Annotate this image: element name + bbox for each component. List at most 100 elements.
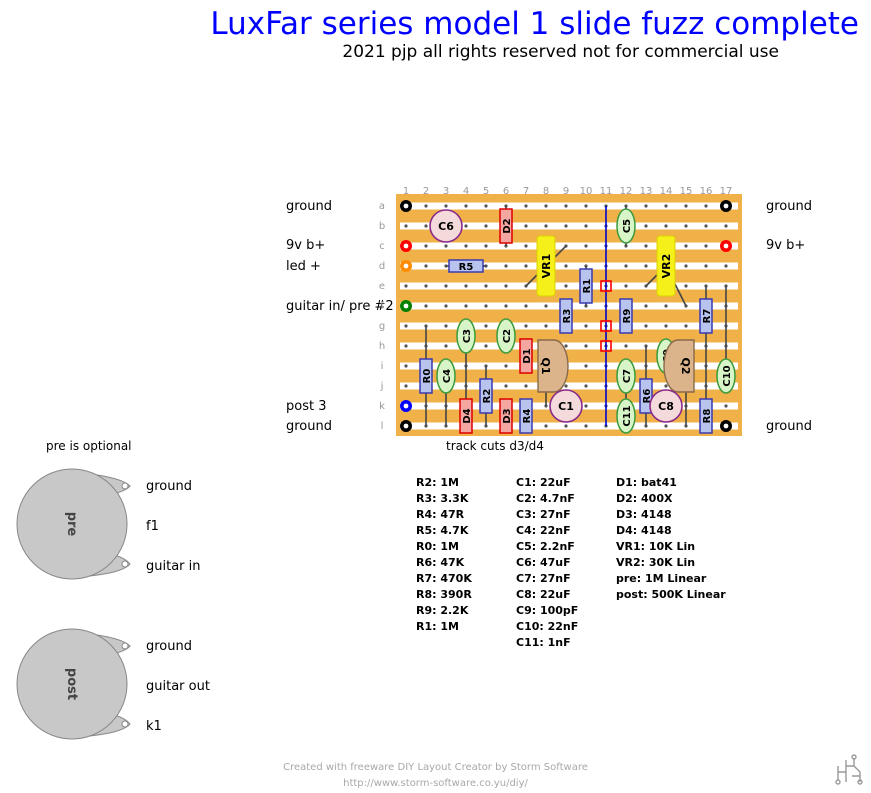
bom-item: R5: 4.7K: [416, 524, 469, 537]
hole: [524, 324, 528, 328]
bom-item: R1: 1M: [416, 620, 459, 633]
hole: [724, 404, 728, 408]
hole: [504, 264, 508, 268]
terminal-hole: [723, 203, 729, 209]
hole: [484, 304, 488, 308]
terminal-hole: [403, 403, 409, 409]
hole: [544, 204, 548, 208]
capacitor-body: [716, 358, 736, 394]
hole: [544, 424, 548, 428]
bom-item: C10: 22nF: [516, 620, 579, 633]
post-pot: post: [16, 628, 131, 740]
terminal-hole: [723, 423, 729, 429]
hole: [544, 324, 548, 328]
capacitor-body: [436, 358, 456, 394]
hole: [664, 324, 668, 328]
hole: [664, 424, 668, 428]
capacitor-body: [496, 318, 516, 354]
row-label: i: [381, 361, 384, 372]
diode-label: D4: [462, 408, 473, 423]
resistor-label: R7: [702, 309, 713, 324]
column-label: 11: [600, 186, 613, 197]
copper-strip: [400, 362, 738, 370]
diy-logo-icon: [835, 754, 863, 785]
hole: [564, 344, 568, 348]
transistor-body: [663, 339, 695, 393]
column-label: 16: [700, 186, 713, 197]
bom-item: C9: 100pF: [516, 604, 579, 617]
bom-resistors: R2: 1M R3: 3.3K R4: 47R R5: 4.7K R0: 1M …: [416, 475, 472, 635]
hole: [624, 344, 628, 348]
bom-item: pre: 1M Linear: [616, 572, 707, 585]
hole: [464, 204, 468, 208]
bom-item: C3: 27nF: [516, 508, 571, 521]
resistor-label: R2: [482, 389, 493, 404]
hole: [404, 224, 408, 228]
row-label: c: [379, 241, 385, 252]
diode-body: [519, 338, 533, 374]
hole: [704, 244, 708, 248]
copper-strip: [400, 202, 738, 210]
hole: [704, 204, 708, 208]
trimpot-body: [656, 235, 676, 297]
row-label: b: [379, 221, 385, 232]
capacitor-body: [456, 318, 476, 354]
hole: [484, 324, 488, 328]
post-pot-label: post: [64, 668, 79, 700]
hole: [464, 224, 468, 228]
diode-body: [499, 208, 513, 244]
resistor-label: R0: [422, 369, 433, 384]
bom-item: R3: 3.3K: [416, 492, 469, 505]
hole: [404, 284, 408, 288]
hole: [424, 224, 428, 228]
post-lug-label: ground: [146, 639, 192, 654]
electrolytic-label: C1: [558, 400, 574, 413]
row-label: a: [379, 201, 385, 212]
hole: [564, 264, 568, 268]
hole: [444, 244, 448, 248]
resistor-label: R1: [582, 279, 593, 294]
hole: [644, 304, 648, 308]
hole: [524, 244, 528, 248]
hole: [584, 424, 588, 428]
left-label-post3: post 3: [286, 399, 327, 414]
resistor-body: [519, 398, 533, 434]
hole: [524, 204, 528, 208]
column-label: 14: [660, 186, 673, 197]
terminal-hole: [723, 243, 729, 249]
footer-url: http://www.storm-software.co.yu/diy/: [343, 778, 528, 789]
bom-item: C4: 22nF: [516, 524, 571, 537]
resistor-label: R4: [522, 409, 533, 424]
post-lug-label: guitar out: [146, 679, 210, 694]
electrolytic-body: [549, 389, 583, 423]
copper-strip: [400, 422, 738, 430]
column-label: 5: [483, 186, 489, 197]
hole: [664, 384, 668, 388]
diode-body: [499, 398, 513, 434]
hole: [644, 224, 648, 228]
trimpot-label: VR2: [660, 254, 673, 279]
bom-item: D2: 400X: [616, 492, 673, 505]
pre-pot-body: [16, 468, 128, 580]
capacitor-label: C4: [442, 369, 453, 383]
terminal-hole: [403, 423, 409, 429]
hole: [724, 224, 728, 228]
hole: [564, 384, 568, 388]
column-label: 10: [580, 186, 593, 197]
resistor-body: [479, 378, 493, 414]
hole: [464, 284, 468, 288]
hole: [584, 344, 588, 348]
resistor-body: [619, 298, 633, 334]
electrolytic-label: C6: [438, 220, 454, 233]
bom-item: R8: 390R: [416, 588, 472, 601]
hole: [624, 264, 628, 268]
bom-item: C11: 1nF: [516, 636, 571, 649]
row-label: h: [379, 341, 385, 352]
hole: [684, 224, 688, 228]
column-label: 17: [720, 186, 733, 197]
left-label-power: 9v b+: [286, 238, 326, 253]
bom-capacitors: C1: 22uF C2: 4.7nF C3: 27nF C4: 22nF C5:…: [516, 475, 578, 651]
bom-item: C7: 27nF: [516, 572, 571, 585]
